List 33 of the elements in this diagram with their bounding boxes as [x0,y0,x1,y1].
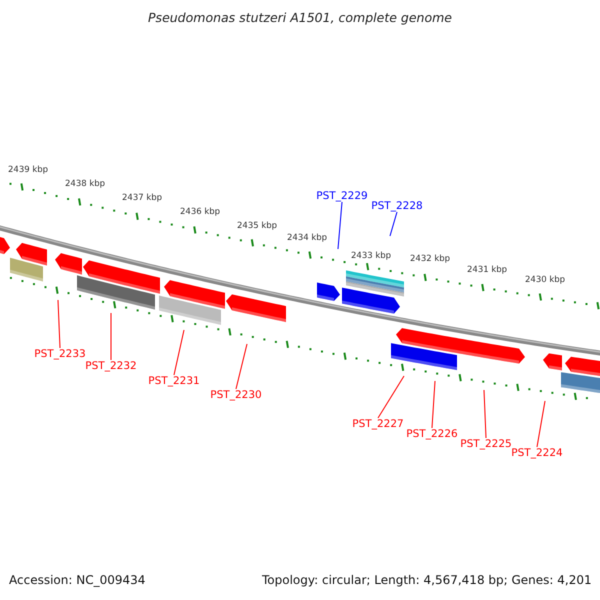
scale-label: 2431 kbp [467,265,508,276]
scale-label: 2439 kbp [8,165,48,176]
scale-label: 2430 kbp [525,275,566,286]
scale-label: 2434 kbp [287,233,328,244]
gene-label: PST_2225 [460,438,512,450]
scale-label: 2437 kbp [122,193,162,204]
gene-label: PST_2224 [511,447,563,459]
leader-line [58,300,60,348]
leader-line [536,400,546,448]
footer-text: Accession: NC_009434 [9,575,146,586]
gene-label: PST_2226 [406,428,458,440]
gene-label: PST_2227 [352,418,404,430]
leader-line [432,380,436,428]
leader-line [338,202,342,250]
leader-line [484,390,486,438]
title: Pseudomonas stutzeri A1501, complete genome [147,10,453,25]
gene-label: PST_2233 [34,348,86,360]
gene-label: PST_2228 [371,200,423,212]
scale-label: 2435 kbp [237,221,278,232]
leader-line [110,312,112,360]
leader-line [236,344,248,390]
gene-label: PST_2230 [210,389,262,401]
gene-label: PST_2232 [85,360,137,372]
footer-text: Topology: circular; Length: 4,567,418 bp; Genes: 4,201 [262,575,592,586]
scale-label: 2432 kbp [410,254,450,265]
gene-label: PST_2229 [316,190,368,202]
leader-line [378,376,404,418]
leader-line [174,330,184,376]
scale-label: 2436 kbp [180,207,220,218]
scale-label: 2438 kbp [65,179,106,190]
gene-label: PST_2231 [148,375,200,387]
leader-line [390,212,398,236]
scale-label: 2433 kbp [351,251,392,262]
